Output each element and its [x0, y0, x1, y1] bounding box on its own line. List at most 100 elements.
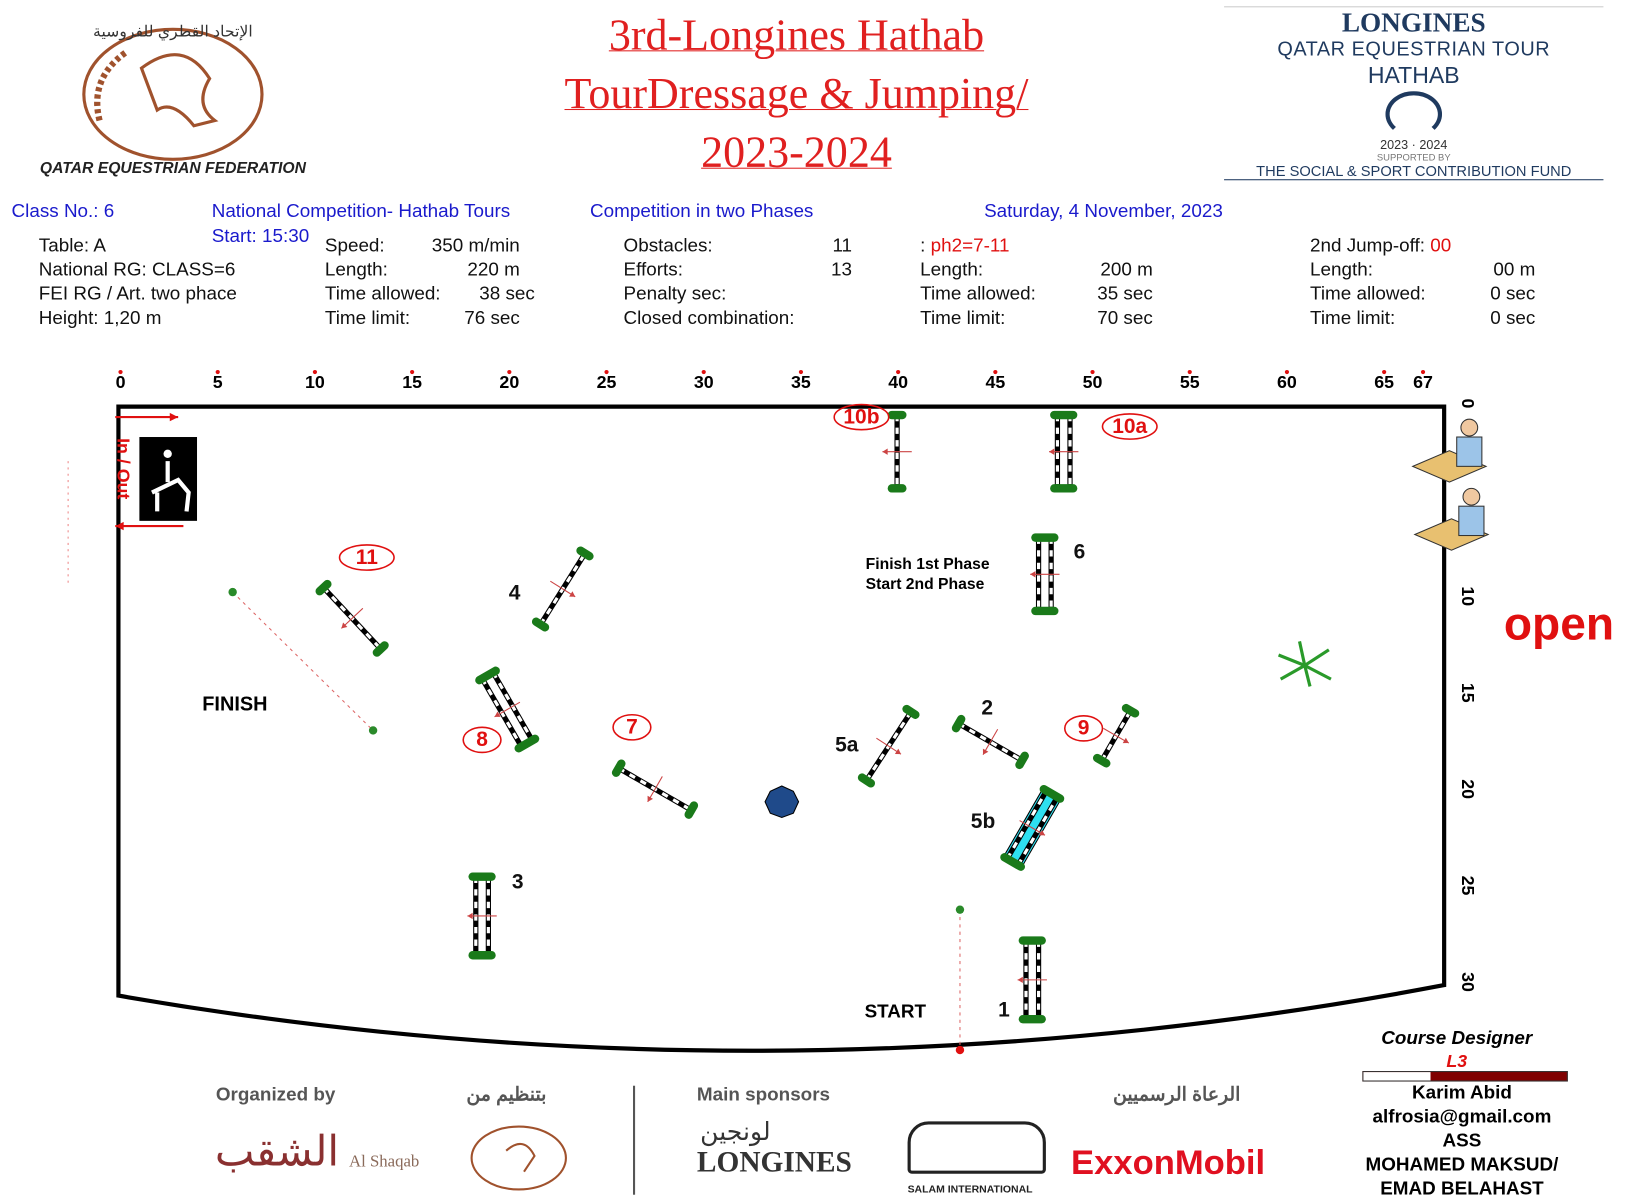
- top-ruler-tick: 10: [305, 372, 325, 392]
- jumpoff-value: 00: [1430, 234, 1452, 256]
- obstacle-9[interactable]: [1087, 700, 1145, 772]
- tick-dot: [312, 369, 318, 375]
- tick-dot: [410, 369, 415, 375]
- obstacle-label-5b: 5b: [971, 810, 995, 833]
- tick-dot: [118, 369, 123, 375]
- top-ruler-tick: 0: [116, 372, 126, 392]
- info-value: 70 sec: [1097, 307, 1153, 329]
- obstacle-1[interactable]: [1017, 936, 1047, 1024]
- sponsors-arabic: الرعاة الرسميين: [1112, 1083, 1241, 1105]
- fund-text: THE SOCIAL & SPORT CONTRIBUTION FUND: [1224, 162, 1604, 181]
- info-key: Time limit:: [920, 307, 1006, 329]
- designer-name: Karim Abid: [1411, 1081, 1512, 1103]
- obstacle-label-10a: 10a: [1112, 415, 1147, 438]
- obstacle-label-7: 7: [626, 716, 638, 739]
- height: Height: 1,20 m: [38, 307, 162, 329]
- salam-logo-mark: [907, 1121, 1046, 1174]
- organized-by-label: Organized by: [215, 1083, 336, 1105]
- hathab-text: HATHAB: [1367, 61, 1460, 89]
- plant-icon: [1277, 641, 1332, 687]
- obstacle-8[interactable]: [473, 664, 542, 754]
- designer-level: L3: [1446, 1051, 1468, 1072]
- obstacle-6[interactable]: [1030, 533, 1060, 616]
- obstacle-number-circle: [462, 726, 502, 754]
- info-row: Efforts:13: [624, 258, 852, 282]
- tick-dot: [896, 369, 901, 375]
- info-row: Time allowed:38 sec: [324, 282, 535, 306]
- info-key: Time allowed:: [1310, 282, 1426, 304]
- qef-small-logo: [470, 1125, 567, 1191]
- obstacle-number-circle: [338, 544, 395, 571]
- table-type: Table: A: [38, 234, 106, 256]
- class-no: Class No.: 6: [11, 200, 115, 222]
- info-key: Length:: [1310, 258, 1373, 280]
- obstacle-7[interactable]: [608, 753, 703, 825]
- obstacle-5b[interactable]: [998, 783, 1067, 873]
- side-ruler-tick: 25: [1458, 876, 1478, 896]
- footer-divider: [632, 1085, 636, 1195]
- obstacle-label-6: 6: [1074, 541, 1086, 564]
- top-ruler-tick: 65: [1374, 372, 1394, 392]
- obstacle-number-circle: [1063, 714, 1104, 742]
- longines-tour-logo: LONGINES QATAR EQUESTRIAN TOUR HATHAB 20…: [1224, 6, 1604, 181]
- obstacle-3[interactable]: [467, 872, 497, 960]
- info-value: 0 sec: [1490, 307, 1536, 329]
- obstacle-label-5a: 5a: [835, 733, 859, 756]
- designer-email[interactable]: alfrosia@gmail.com: [1372, 1105, 1552, 1127]
- tick-dot: [1187, 369, 1192, 375]
- assistant-label: ASS: [1442, 1129, 1482, 1151]
- longines-sponsor-logo: LONGINES: [696, 1146, 852, 1179]
- obstacle-label-2: 2: [981, 697, 993, 720]
- info-row: Time limit: 0 sec: [1310, 306, 1535, 330]
- info-key: Time limit:: [1310, 307, 1396, 329]
- obstacle-label-11: 11: [356, 546, 378, 569]
- obstacle-label-4: 4: [509, 581, 521, 604]
- open-label: open: [1504, 597, 1614, 649]
- in-out-label: In / Out: [113, 438, 133, 499]
- tick-dot: [993, 369, 998, 375]
- tick-dot: [1420, 369, 1426, 375]
- info-key: Time allowed:: [324, 282, 441, 304]
- info-key: Length:: [324, 258, 388, 280]
- level-bar-remaining: [1363, 1072, 1431, 1081]
- info-row: Speed:350 m/min: [325, 234, 520, 258]
- qef-english-text: QATAR EQUESTRIAN FEDERATION: [40, 160, 307, 177]
- side-ruler-tick: 20: [1458, 779, 1478, 799]
- top-ruler-tick: 55: [1180, 372, 1200, 392]
- obstacle-10b[interactable]: [882, 410, 912, 493]
- tick-dot: [215, 369, 220, 375]
- competition-date: Saturday, 4 November, 2023: [984, 200, 1223, 222]
- designer-info: Karim Abid alfrosia@gmail.com ASS MOHAME…: [1352, 1080, 1572, 1201]
- info-value: 76 sec: [464, 307, 520, 329]
- title-line3: 2023-2024: [701, 128, 892, 178]
- info-key: Time limit:: [324, 307, 411, 329]
- top-ruler-tick: 35: [791, 372, 811, 392]
- info-key: Closed combination:: [623, 307, 795, 329]
- obstacle-2[interactable]: [948, 709, 1033, 775]
- phase2-obstacles: ph2=7-11: [930, 234, 1010, 256]
- arena-boundary: [116, 404, 1447, 1053]
- info-row: Obstacles:11: [624, 234, 852, 258]
- info-value: 350 m/min: [431, 234, 520, 256]
- info-key: Time allowed:: [920, 282, 1036, 304]
- obstacle-4[interactable]: [526, 542, 600, 636]
- title-line1: 3rd-Longines Hathab: [608, 11, 985, 60]
- qef-logo: الإتحاد القطري للفروسية QATAR EQUESTRIAN…: [40, 24, 307, 177]
- top-ruler-tick: 45: [985, 372, 1005, 392]
- start-phase2-label: Start 2nd Phase: [866, 576, 985, 593]
- obstacle-number-circle: [612, 713, 652, 741]
- obstacle-5a[interactable]: [852, 700, 926, 792]
- obstacle-10a[interactable]: [1049, 410, 1079, 493]
- obstacle-number-circle: [833, 403, 890, 431]
- info-key: Efforts:: [623, 258, 683, 280]
- obstacle-label-9: 9: [1078, 717, 1090, 740]
- obstacle-11[interactable]: [310, 575, 394, 662]
- start-time: Start: 15:30: [211, 225, 310, 247]
- info-row: Length:200 m: [920, 258, 1153, 282]
- finish-label: FINISH: [202, 694, 267, 716]
- info-value: [831, 282, 852, 306]
- obstacle-number-circle: [1101, 413, 1158, 440]
